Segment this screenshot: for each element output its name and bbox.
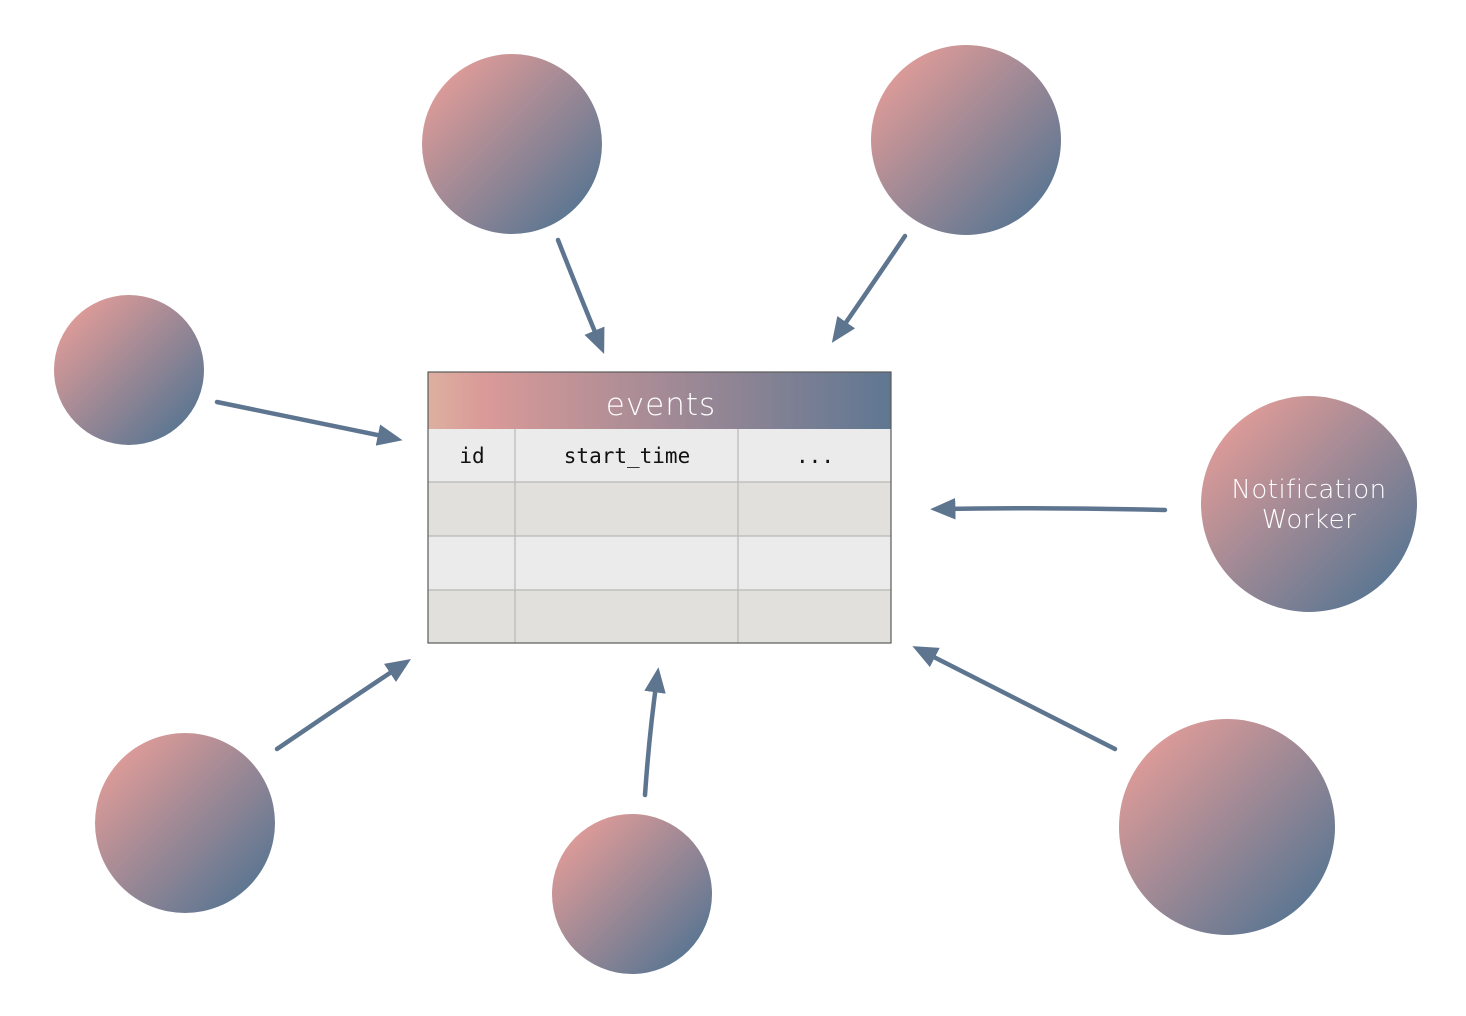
- arrow-from-node-bottom-center: [642, 667, 666, 798]
- column-header-start-time: start_time: [564, 444, 690, 468]
- edges: [214, 233, 1168, 798]
- node-right-label-line-2: Worker: [1262, 505, 1357, 535]
- node-left[interactable]: [54, 295, 204, 445]
- table-border: [427, 371, 892, 644]
- table-title-bar: [428, 372, 891, 429]
- arrow-from-node-bottom-left: [274, 659, 412, 752]
- arrow-from-node-bottom-right: [912, 646, 1118, 752]
- node-bottom-center[interactable]: [552, 814, 712, 974]
- table-row-2: [428, 536, 891, 590]
- node-bottom-left[interactable]: [95, 733, 275, 913]
- nodes: Notification Worker: [54, 45, 1417, 974]
- arrow-from-node-top-right: [831, 233, 908, 343]
- node-top-left[interactable]: [422, 54, 602, 234]
- column-header-id: id: [459, 444, 484, 468]
- arrow-from-node-right: [930, 497, 1168, 520]
- column-header-more: ...: [796, 444, 834, 468]
- table-row-1: [428, 482, 891, 536]
- events-table[interactable]: events id start_time ...: [427, 371, 892, 644]
- table-header-row: [428, 429, 891, 482]
- arrow-from-node-top-left: [555, 237, 605, 354]
- node-right-label-line-1: Notification: [1231, 475, 1386, 505]
- table-row-3: [428, 590, 891, 643]
- node-top-right[interactable]: [871, 45, 1061, 235]
- table-grid: [428, 429, 891, 643]
- node-bottom-right[interactable]: [1119, 719, 1335, 935]
- node-right[interactable]: Notification Worker: [1201, 396, 1417, 612]
- arrow-from-node-left: [214, 399, 403, 446]
- table-title: events: [606, 387, 716, 423]
